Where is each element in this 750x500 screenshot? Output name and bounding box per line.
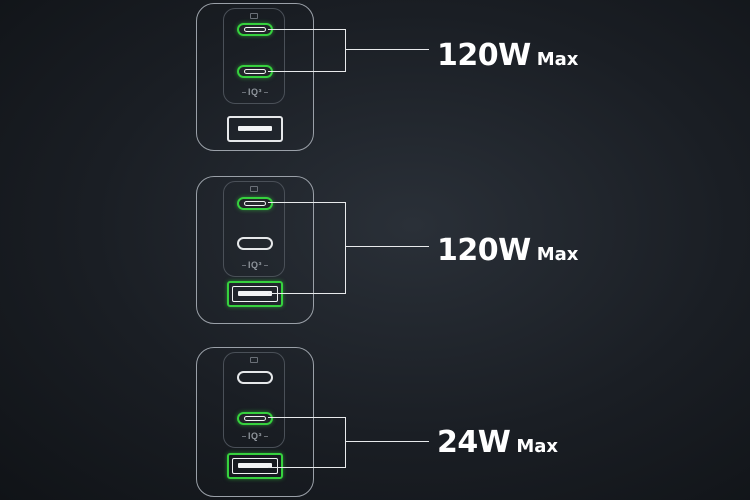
bracket-connector-line	[345, 246, 429, 248]
usb-c-port-1	[237, 371, 273, 384]
usb-a-port	[227, 116, 283, 142]
iq-badge: IQ³	[235, 431, 275, 441]
usb-c-port-1	[237, 197, 273, 210]
charger-body-1: IQ³	[196, 3, 314, 151]
usb-a-port	[227, 453, 283, 479]
charger-body-3: IQ³	[196, 347, 314, 497]
usb-a-port	[227, 281, 283, 307]
power-value: 24W	[437, 425, 511, 460]
port-panel	[223, 181, 285, 277]
iq-badge: IQ³	[235, 87, 275, 97]
charger-body-2: IQ³	[196, 176, 314, 324]
tab-mark-icon	[250, 357, 258, 363]
usb-c-port-2	[237, 412, 273, 425]
bracket-connector	[268, 417, 346, 468]
usb-c-port-2	[237, 65, 273, 78]
port-panel	[223, 352, 285, 448]
power-suffix: Max	[516, 436, 559, 457]
bracket-connector	[268, 29, 346, 72]
tab-mark-icon	[250, 13, 258, 19]
bracket-connector-line	[345, 441, 429, 443]
power-value: 120W	[437, 38, 531, 73]
tab-mark-icon	[250, 186, 258, 192]
iq-badge: IQ³	[235, 260, 275, 270]
usb-c-port-2	[237, 237, 273, 250]
bracket-connector-line	[345, 49, 429, 51]
power-suffix: Max	[536, 49, 579, 70]
power-value: 120W	[437, 233, 531, 268]
usb-c-port-1	[237, 23, 273, 36]
power-suffix: Max	[536, 244, 579, 265]
port-panel	[223, 8, 285, 104]
bracket-connector	[268, 202, 346, 294]
